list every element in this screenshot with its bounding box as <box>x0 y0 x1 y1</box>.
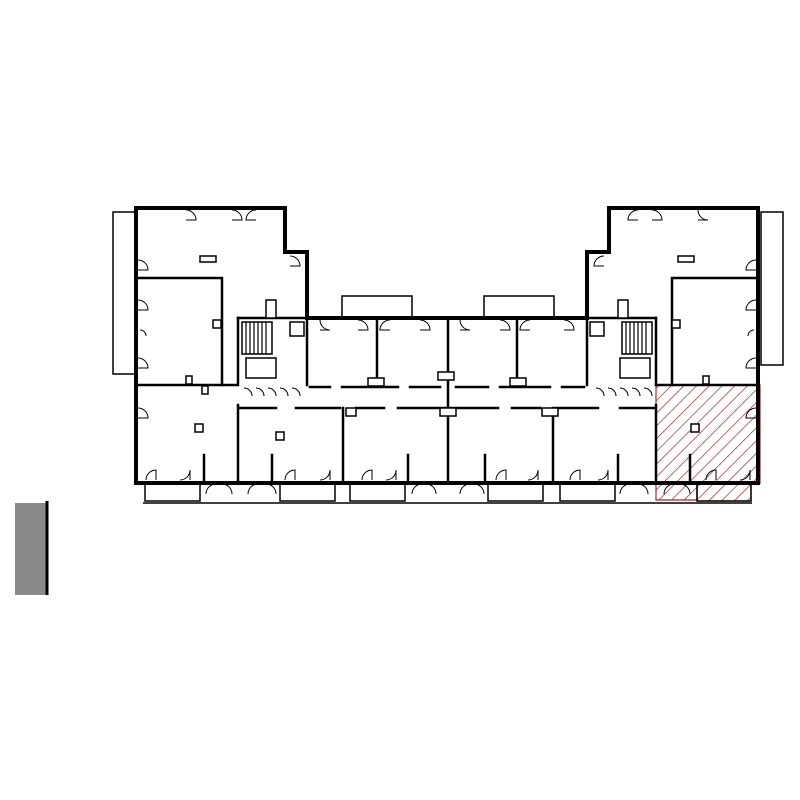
stair-right <box>589 299 653 379</box>
scale-bar <box>15 501 49 595</box>
stair-left <box>241 299 305 379</box>
balconies <box>112 211 784 504</box>
fixtures <box>185 255 710 441</box>
doors <box>137 209 757 495</box>
interior-walls <box>134 276 760 485</box>
